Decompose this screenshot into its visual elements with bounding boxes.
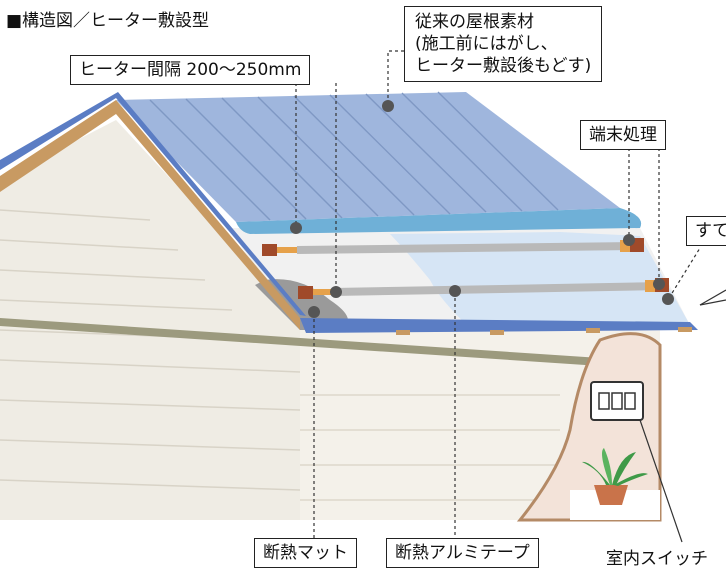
roof-material-line3: ヒーター敷設後もどす): [415, 56, 592, 76]
insulation-mat: [255, 279, 348, 330]
roof-curl: [236, 208, 642, 234]
roof-seams: [149, 91, 559, 221]
heater-lines: [262, 238, 669, 299]
roof-material-line2: (施工前にはがし、: [415, 34, 558, 54]
edge-partial-label: すて: [686, 216, 726, 246]
switch-plate: [590, 381, 644, 421]
insulation-mat-label: 断熱マット: [254, 538, 357, 568]
room-cutaway: [516, 332, 662, 522]
heater-spacing-label: ヒーター間隔 200〜250mm: [70, 55, 311, 85]
diagram-title: ■構造図／ヒーター敷設型: [6, 11, 210, 31]
gable-trim: [0, 100, 300, 330]
leader-dots: [290, 100, 674, 318]
roof-material-line1: 従来の屋根素材: [415, 12, 534, 32]
wall-belt: [0, 318, 660, 370]
insulation-sheet: [390, 232, 690, 328]
edge-treatment-label: 端末処理: [580, 120, 666, 150]
gable-wall: [0, 120, 300, 520]
indoor-switch-label: 室内スイッチ: [606, 549, 708, 569]
roof-panel: [116, 92, 620, 222]
plant-icon: [582, 448, 648, 505]
switch-leader: [639, 419, 683, 543]
roof-material-label: 従来の屋根素材 (施工前にはがし、 ヒーター敷設後もどす): [404, 6, 603, 82]
insulation-tape-label: 断熱アルミテープ: [386, 538, 539, 568]
leader-lines: [295, 50, 701, 538]
